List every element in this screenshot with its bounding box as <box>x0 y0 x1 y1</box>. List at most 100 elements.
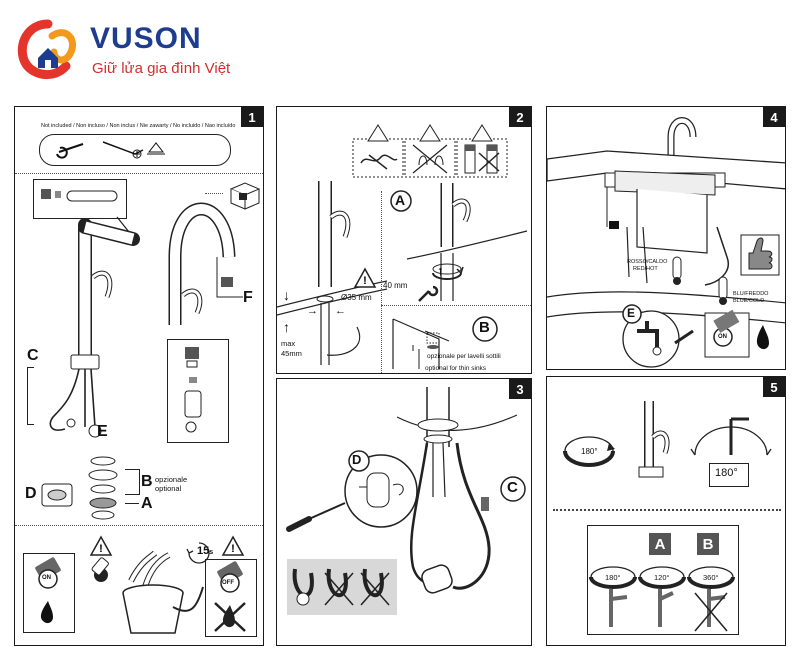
rotation-b-text: 120° <box>654 573 670 582</box>
dim-45-text: 45mm <box>281 349 302 358</box>
svg-text:!: ! <box>231 543 235 555</box>
rotation-c-text: 360° <box>703 573 719 582</box>
screwdriver-icon <box>286 502 346 532</box>
hot-english-text: RED/HOT <box>633 266 658 272</box>
opzionale-text: opzionale <box>155 475 188 484</box>
off-text: OFF <box>222 580 234 586</box>
tools-pill <box>39 134 231 166</box>
bracket-c <box>27 367 34 425</box>
bracket-b <box>125 469 140 495</box>
on-tap-icon <box>35 557 61 624</box>
warning-triangle-icon: ! <box>89 535 113 556</box>
box-icon <box>229 182 261 210</box>
brand-header: VUSON Giữ lửa gia đình Việt <box>14 14 274 84</box>
label-f: F <box>243 289 253 306</box>
dim-35-text: Ø35 mm <box>341 293 372 302</box>
hose-bend-panel <box>287 559 397 615</box>
clip-magnifier-drawing <box>344 454 418 528</box>
panel-4: 4 ROSSO/CALDO RED/HO <box>546 106 786 370</box>
panel-5-number: 5 <box>763 377 785 397</box>
on-text: ON <box>42 575 51 581</box>
spray-detail-box <box>167 339 229 443</box>
panel-2: 2 ↓ ↑ max 45mm → ← ! Ø35 <box>276 106 532 374</box>
rotation-box-text: 180° <box>715 467 738 479</box>
not-included-text: Not included / Non incluso / Non inclus … <box>41 123 236 129</box>
label-a: A <box>141 495 153 512</box>
hose-connection-drawing <box>396 387 518 594</box>
label-d: D <box>352 452 362 467</box>
tap-handle-icon <box>91 557 109 582</box>
panel-1: 1 Not included / Non incluso / Non inclu… <box>14 106 264 646</box>
faucet-install-drawing <box>277 181 388 365</box>
rotation-options-drawing <box>589 566 735 632</box>
rotation-box <box>709 463 749 487</box>
aerator-detail-box <box>33 179 127 219</box>
timer-unit: s <box>209 549 214 556</box>
label-e: E <box>627 306 636 320</box>
arrow-right-icon: → <box>307 305 318 317</box>
thin-sinks-italian-text: opzionale per lavelli sottili <box>427 353 501 360</box>
box-connector <box>205 193 223 194</box>
svg-text:!: ! <box>99 543 103 555</box>
aerator-detail-icon <box>41 189 134 238</box>
label-c-circle-icon <box>500 476 526 502</box>
faucet-side-drawing <box>638 401 670 478</box>
label-a: A <box>395 192 406 208</box>
brand-name: VUSON <box>90 22 202 55</box>
thin-sink-drawing <box>392 318 450 369</box>
badge-b: B <box>697 533 719 555</box>
thin-sinks-english-text: optional for thin sinks <box>425 365 487 372</box>
brand-tagline: Giữ lửa gia đình Việt <box>92 60 231 77</box>
label-b: B <box>141 473 153 490</box>
parts-stack-icon <box>88 456 118 520</box>
label-e: E <box>97 423 108 440</box>
brand-logo-icon <box>17 19 77 79</box>
part-d-icon <box>41 483 73 507</box>
bucket-icon <box>122 550 204 634</box>
rotation-180-text: 180° <box>581 447 598 456</box>
panel-2-number: 2 <box>509 107 531 127</box>
rotation-180-icon <box>563 436 615 467</box>
warning-small-icon: ! <box>353 267 377 288</box>
badge-a: A <box>649 533 671 555</box>
timer-icon <box>186 542 210 564</box>
on-tap-box <box>23 553 75 633</box>
panel-3-number: 3 <box>509 379 531 399</box>
panel-1-number: 1 <box>241 107 263 127</box>
kitchen-install-drawing <box>547 117 785 368</box>
faucet-drawing-right <box>168 202 243 325</box>
cold-italian-text: BLU/FREDDO <box>733 291 769 297</box>
svg-text:!: ! <box>363 275 367 287</box>
warning-boxes-icon <box>352 124 508 178</box>
panel-5: 5 180° 180° A B 180° 120° 360 <box>546 376 786 646</box>
on-text: ON <box>718 334 727 340</box>
off-tap-icon <box>214 561 246 632</box>
max-text: max <box>281 339 296 348</box>
arrow-up-icon-2: ↑ <box>437 263 444 278</box>
nut-tightening-drawing <box>406 183 528 301</box>
hot-italian-text: ROSSO/CALDO <box>627 259 668 265</box>
label-a-circle-icon <box>390 190 412 212</box>
ab-comparison-box <box>587 525 739 635</box>
label-d: D <box>25 485 37 502</box>
optional-text: optional <box>155 484 182 493</box>
spray-detail-icon <box>184 347 202 433</box>
label-b: B <box>479 319 490 336</box>
tools-icon <box>56 141 165 159</box>
off-tap-box <box>205 559 257 637</box>
timer-value: 15s <box>197 545 213 557</box>
arrow-left-icon: ← <box>335 305 346 317</box>
timer-number: 15 <box>197 545 210 557</box>
hose-bend-icons <box>292 568 390 606</box>
faucet-drawing-left <box>49 218 140 438</box>
arrow-down-icon: ↓ <box>283 287 290 303</box>
label-c: C <box>507 479 518 496</box>
label-d-circle-icon <box>348 450 370 472</box>
warning-triangle-icon-2: ! <box>221 535 245 556</box>
wrench-icon <box>418 285 439 302</box>
label-b-circle-icon <box>472 316 498 342</box>
arrow-up-icon: ↑ <box>283 319 290 335</box>
panel-4-number: 4 <box>763 107 785 127</box>
label-e-circle-icon <box>622 304 642 324</box>
rotation-a-text: 180° <box>605 573 621 582</box>
